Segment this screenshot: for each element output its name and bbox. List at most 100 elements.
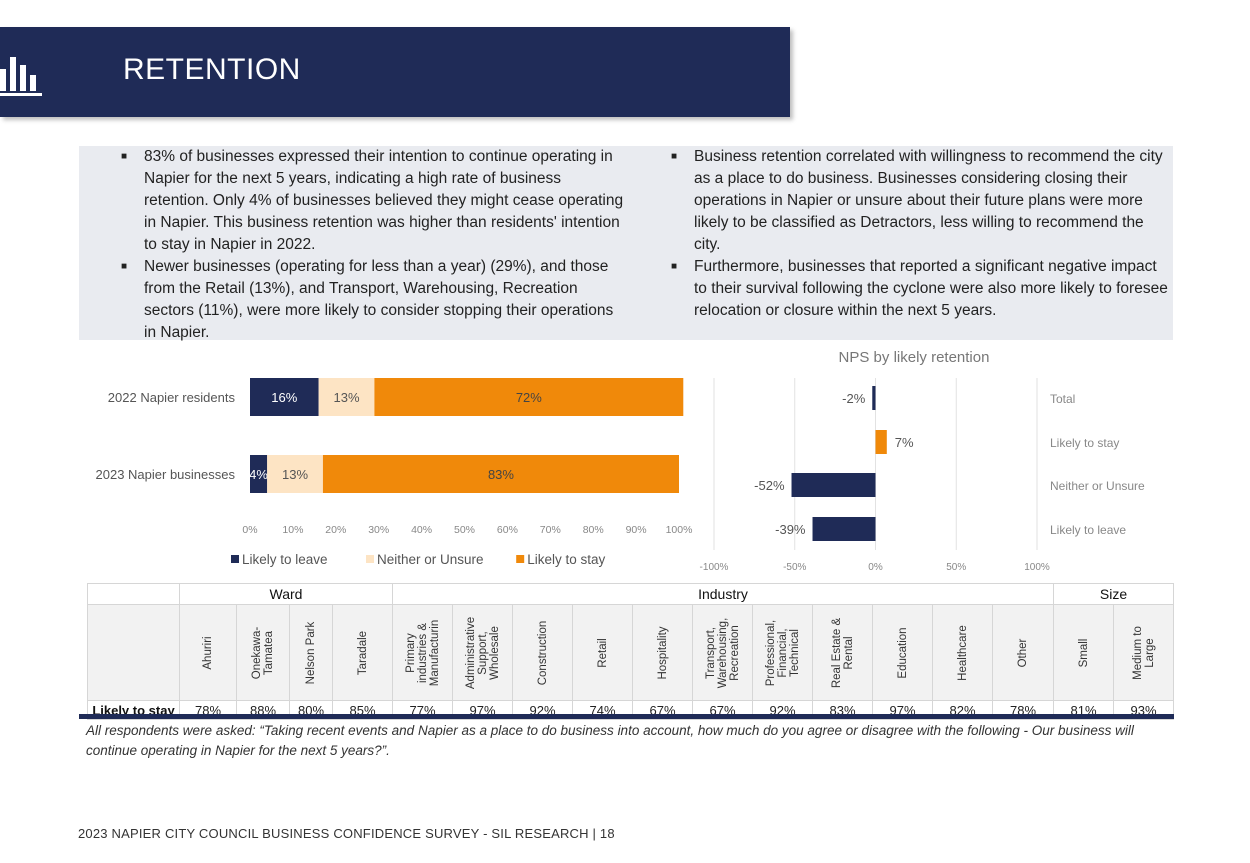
table-group-header: Industry	[392, 583, 1054, 605]
bar-segment	[267, 455, 323, 493]
data-label: -39%	[775, 522, 806, 537]
column-header-label: Professional, Financial, Technical	[764, 619, 801, 686]
column-header-label: Medium to Large	[1131, 625, 1156, 680]
summary-bullet: ■Business retention correlated with will…	[671, 148, 1163, 253]
x-tick-label: 30%	[368, 524, 389, 536]
column-header-label: Retail	[596, 637, 609, 668]
bar-segment	[322, 455, 679, 493]
x-tick-label: 0%	[242, 524, 257, 536]
summary-bullet: ■Furthermore, businesses that reported a…	[671, 258, 1168, 319]
table-column-header: Construction	[512, 604, 573, 701]
column-header-label: Administrative Support, Wholesale	[464, 616, 501, 689]
data-label: 13%	[282, 467, 308, 482]
table-column-header: Medium to Large	[1113, 604, 1174, 701]
data-label: 72%	[516, 390, 542, 405]
data-label: -2%	[842, 391, 866, 406]
x-tick-label: 50%	[454, 524, 475, 536]
bar-chart-icon	[0, 57, 42, 96]
nps-bar	[791, 473, 876, 497]
table-corner-cell	[87, 604, 180, 701]
category-label: Total	[1050, 392, 1075, 406]
column-header-label: Transport, Warehousing, Recreation	[704, 617, 741, 688]
bar-segment	[318, 378, 375, 416]
nps-bar	[872, 386, 876, 410]
x-tick-label: 100%	[666, 524, 693, 536]
bar-segment	[250, 455, 268, 493]
x-tick-label: -100%	[700, 562, 729, 573]
nps-bar	[812, 517, 876, 541]
column-header-label: Healthcare	[956, 624, 969, 681]
nps-bar	[875, 430, 887, 454]
table-column-header: Onekawa-Tamatea	[236, 604, 290, 701]
legend-swatch	[366, 555, 374, 563]
table-column-header: Taradale	[332, 604, 393, 701]
legend-label: Neither or Unsure	[377, 552, 484, 567]
column-header-label: Taradale	[356, 630, 369, 675]
column-header-label: Education	[896, 626, 909, 679]
table-header-row: Ahuriri Onekawa-Tamatea Nelson Park Taradal…	[87, 604, 1174, 701]
page-footer: 2023 NAPIER CITY COUNCIL BUSINESS CONFID…	[78, 826, 615, 841]
bullet-text: Furthermore, businesses that reported a …	[694, 258, 1168, 319]
data-label: 16%	[271, 390, 297, 405]
data-label: 83%	[488, 467, 514, 482]
table-column-header: Retail	[572, 604, 633, 701]
category-label: Likely to stay	[1050, 436, 1119, 450]
table-column-header: Education	[872, 604, 933, 701]
data-label: -52%	[754, 478, 785, 493]
bullet-text: Newer businesses (operating for less tha…	[144, 258, 614, 341]
table-group-header: Size	[1053, 583, 1174, 605]
column-header-label: Other	[1017, 638, 1029, 667]
x-tick-label: 100%	[1024, 562, 1050, 573]
table-column-header: Hospitality	[632, 604, 693, 701]
x-tick-label: 50%	[946, 562, 966, 573]
x-tick-label: 60%	[497, 524, 518, 536]
x-tick-label: 90%	[626, 524, 647, 536]
x-tick-label: 20%	[325, 524, 346, 536]
bar-segment	[374, 378, 684, 416]
column-header-label: Small	[1077, 638, 1090, 667]
x-tick-label: -50%	[783, 562, 806, 573]
legend-swatch	[231, 555, 239, 563]
table-column-header: Nelson Park	[289, 604, 333, 701]
bullet-text: 83% of businesses expressed their intent…	[144, 148, 624, 253]
header-banner: RETENTION	[0, 27, 790, 117]
x-tick-label: 70%	[540, 524, 561, 536]
page-title: RETENTION	[123, 53, 301, 86]
legend-swatch	[516, 555, 525, 563]
summary-bullet: ■83% of businesses expressed their inten…	[121, 148, 624, 253]
x-tick-label: 0%	[868, 562, 883, 573]
column-header-label: Construction	[536, 620, 549, 685]
table-column-header: Real Estate & Rental	[812, 604, 873, 701]
legend-label: Likely to stay	[527, 552, 605, 567]
table-column-header: Healthcare	[932, 604, 993, 701]
data-label: 13%	[334, 390, 360, 405]
column-header-label: Ahuriri	[202, 635, 214, 670]
column-header-label: Hospitality	[656, 625, 669, 680]
category-label: Neither or Unsure	[1050, 479, 1145, 493]
summary-left-list: ■83% of businesses expressed their inten…	[115, 146, 625, 344]
column-header-label: Onekawa-Tamatea	[251, 626, 275, 679]
table-column-header: Ahuriri	[179, 604, 237, 701]
table-column-header: Professional, Financial, Technical	[752, 604, 813, 701]
data-label: 7%	[895, 435, 914, 450]
summary-box: ■83% of businesses expressed their inten…	[79, 146, 1173, 341]
table-column-header: Other	[992, 604, 1054, 701]
table-column-header: Administrative Support, Wholesale	[452, 604, 513, 701]
category-label: Likely to leave	[1050, 523, 1126, 537]
column-header-label: Nelson Park	[305, 621, 317, 684]
nps-by-retention-chart: NPS by likely retention -100% -50% 0% 50% 100…	[700, 349, 1145, 573]
x-tick-label: 40%	[411, 524, 432, 536]
chart-title: NPS by likely retention	[839, 349, 990, 366]
category-label: 2022 Napier residents	[108, 390, 236, 405]
table-group-header: Ward	[179, 583, 393, 605]
column-header-label: Real Estate & Rental	[830, 617, 855, 688]
table-corner-cell	[87, 583, 180, 605]
summary-right-list: ■Business retention correlated with will…	[665, 146, 1171, 322]
data-label: 4%	[249, 467, 268, 482]
x-tick-label: 80%	[583, 524, 604, 536]
bullet-text: Business retention correlated with willi…	[694, 148, 1163, 253]
